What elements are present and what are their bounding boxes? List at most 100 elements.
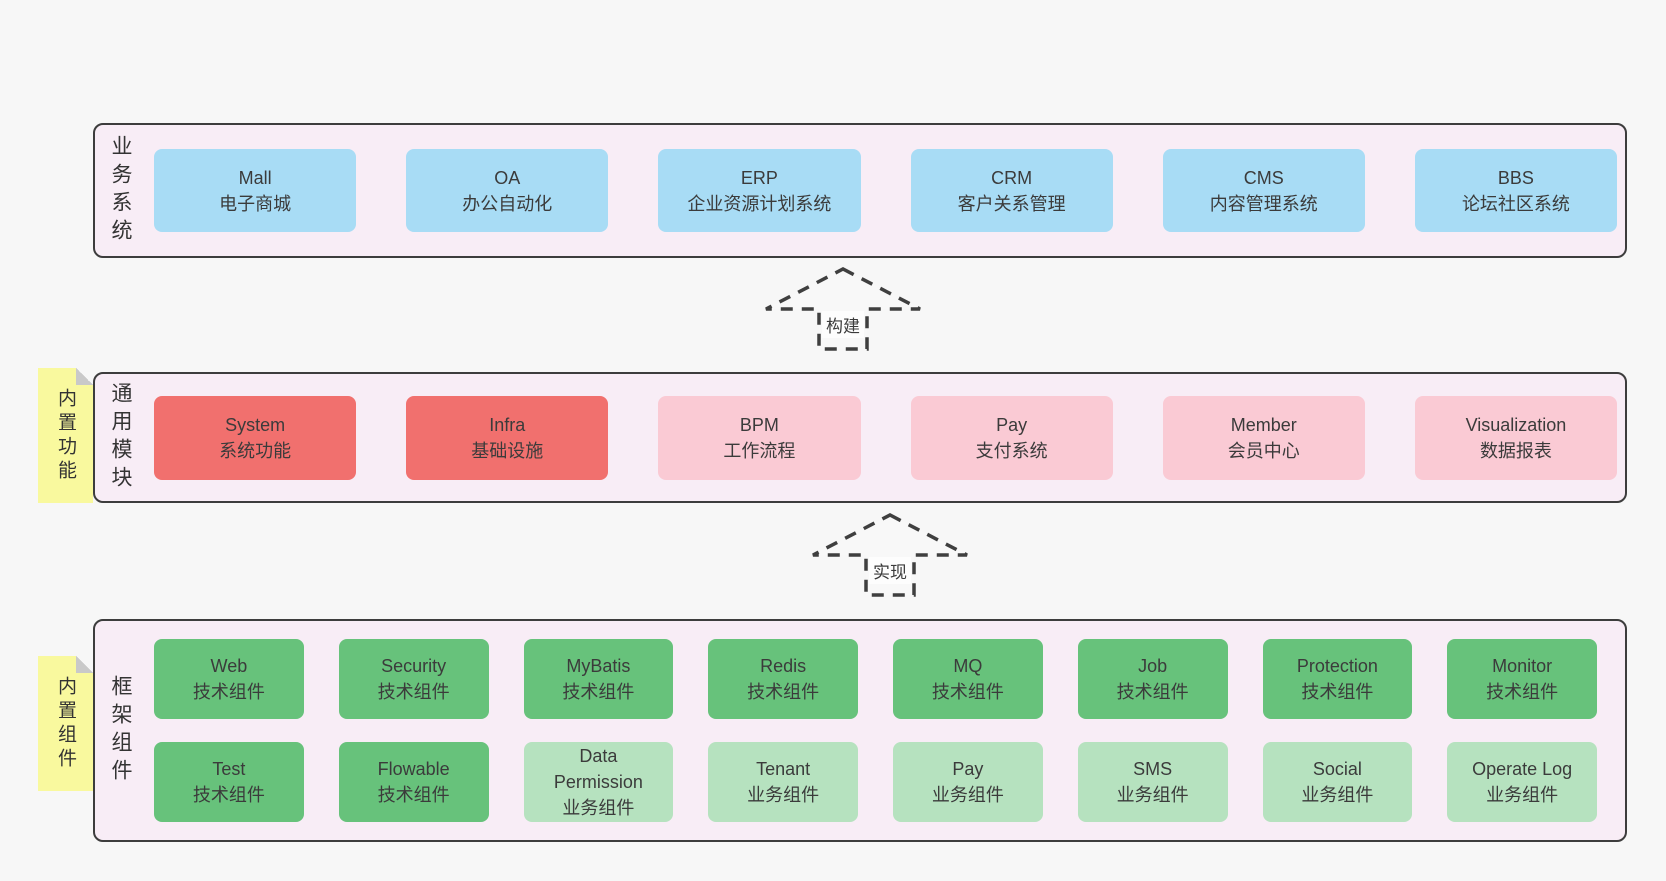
box-member: Member 会员中心 bbox=[1162, 395, 1365, 480]
box-web: Web 技术组件 bbox=[154, 639, 304, 719]
box-subtitle: 论坛社区系统 bbox=[1461, 193, 1570, 214]
box-pay-biz: Pay 业务组件 bbox=[893, 742, 1043, 822]
box-subtitle: 技术组件 bbox=[931, 682, 1004, 702]
box-subtitle: 电子商城 bbox=[219, 193, 292, 214]
box-title: OA bbox=[494, 167, 521, 188]
box-title: MyBatis bbox=[566, 656, 631, 676]
box-title: BPM bbox=[739, 414, 779, 435]
box-flowable: Flowable 技术组件 bbox=[338, 742, 489, 822]
box-title: Test bbox=[212, 759, 246, 779]
box-subtitle: 业务组件 bbox=[1301, 785, 1374, 805]
box-operate-log: Operate Log 业务组件 bbox=[1447, 742, 1597, 822]
box-subtitle: 企业资源计划系统 bbox=[687, 193, 832, 214]
box-pay: Pay 支付系统 bbox=[910, 395, 1113, 480]
arrow-implement-label: 实现 bbox=[869, 557, 911, 584]
section-framework-components: 框架组件 Web 技术组件 Security 技术组件 MyBatis 技术组件… bbox=[93, 619, 1627, 842]
sticky-label: 内置组件 bbox=[55, 675, 76, 772]
box-security: Security 技术组件 bbox=[338, 639, 489, 719]
box-test: Test 技术组件 bbox=[154, 742, 304, 822]
box-title: Visualization bbox=[1465, 414, 1567, 435]
box-title: MQ bbox=[953, 656, 983, 676]
section-modules-label: 通用模块 bbox=[109, 381, 132, 494]
box-subtitle: 业务组件 bbox=[931, 785, 1004, 805]
box-subtitle: 基础设施 bbox=[471, 440, 544, 461]
box-title: Mall bbox=[238, 167, 272, 188]
box-title: Pay bbox=[952, 759, 984, 779]
box-redis: Redis 技术组件 bbox=[708, 639, 858, 719]
box-title: Pay bbox=[996, 414, 1028, 435]
box-subtitle: 内容管理系统 bbox=[1209, 193, 1318, 214]
box-subtitle: 技术组件 bbox=[562, 682, 635, 702]
sticky-note-builtin-components: 内置组件 bbox=[38, 656, 93, 791]
box-system: System 系统功能 bbox=[154, 395, 357, 480]
box-crm: CRM 客户关系管理 bbox=[910, 149, 1113, 232]
box-bpm: BPM 工作流程 bbox=[658, 395, 861, 480]
section-framework-label: 框架组件 bbox=[109, 674, 132, 787]
box-title: System bbox=[225, 414, 286, 435]
modules-boxes-row: System 系统功能 Infra 基础设施 BPM 工作流程 Pay 支付系统… bbox=[154, 374, 1618, 501]
section-business-label: 业务系统 bbox=[109, 134, 132, 247]
framework-row-1: Web 技术组件 Security 技术组件 MyBatis 技术组件 Redi… bbox=[154, 639, 1597, 719]
box-title: Tenant bbox=[756, 759, 811, 779]
box-subtitle: 业务组件 bbox=[562, 798, 635, 818]
up-arrow-icon bbox=[765, 267, 921, 351]
box-mq: MQ 技术组件 bbox=[893, 639, 1043, 719]
box-social: Social 业务组件 bbox=[1262, 742, 1413, 822]
box-subtitle: 技术组件 bbox=[1116, 682, 1189, 702]
box-subtitle: 技术组件 bbox=[747, 682, 820, 702]
box-title: Security bbox=[381, 656, 447, 676]
box-subtitle: 业务组件 bbox=[1116, 785, 1189, 805]
box-data-permission: Data Permission 业务组件 bbox=[523, 742, 674, 822]
box-oa: OA 办公自动化 bbox=[406, 149, 609, 232]
box-title: Monitor bbox=[1492, 656, 1553, 676]
box-title: ERP bbox=[740, 167, 778, 188]
section-common-modules: 通用模块 System 系统功能 Infra 基础设施 BPM 工作流程 Pay… bbox=[93, 372, 1627, 503]
box-subtitle: 数据报表 bbox=[1479, 440, 1552, 461]
box-title: CMS bbox=[1243, 167, 1284, 188]
box-cms: CMS 内容管理系统 bbox=[1162, 149, 1365, 232]
box-title: Data Permission bbox=[553, 746, 643, 792]
box-bbs: BBS 论坛社区系统 bbox=[1414, 149, 1618, 232]
box-title: Web bbox=[210, 656, 248, 676]
box-title: Operate Log bbox=[1472, 759, 1573, 779]
box-title: Redis bbox=[760, 656, 807, 676]
box-title: Protection bbox=[1296, 656, 1378, 676]
box-subtitle: 业务组件 bbox=[747, 785, 820, 805]
box-title: Member bbox=[1230, 414, 1297, 435]
box-subtitle: 业务组件 bbox=[1486, 785, 1559, 805]
box-subtitle: 技术组件 bbox=[1301, 682, 1374, 702]
box-job: Job 技术组件 bbox=[1077, 639, 1228, 719]
arrow-implement: 实现 bbox=[810, 512, 970, 598]
box-infra: Infra 基础设施 bbox=[406, 395, 609, 480]
business-boxes-row: Mall 电子商城 OA 办公自动化 ERP 企业资源计划系统 CRM 客户关系… bbox=[154, 125, 1618, 256]
box-subtitle: 办公自动化 bbox=[462, 193, 553, 214]
box-subtitle: 技术组件 bbox=[377, 682, 450, 702]
framework-boxes: Web 技术组件 Security 技术组件 MyBatis 技术组件 Redi… bbox=[154, 621, 1597, 840]
box-title: CRM bbox=[991, 167, 1033, 188]
up-arrow-icon bbox=[812, 513, 968, 597]
box-subtitle: 技术组件 bbox=[192, 682, 265, 702]
sticky-label: 内置功能 bbox=[55, 387, 76, 484]
box-subtitle: 会员中心 bbox=[1227, 440, 1300, 461]
box-subtitle: 技术组件 bbox=[192, 785, 265, 805]
box-erp: ERP 企业资源计划系统 bbox=[658, 149, 861, 232]
box-title: Flowable bbox=[377, 759, 450, 779]
box-title: Social bbox=[1312, 759, 1362, 779]
box-sms: SMS 业务组件 bbox=[1077, 742, 1228, 822]
box-protection: Protection 技术组件 bbox=[1262, 639, 1413, 719]
box-title: Infra bbox=[489, 414, 526, 435]
box-subtitle: 技术组件 bbox=[1486, 682, 1559, 702]
box-mybatis: MyBatis 技术组件 bbox=[523, 639, 674, 719]
arrow-build-label: 构建 bbox=[822, 311, 864, 338]
arrow-build: 构建 bbox=[763, 266, 923, 352]
box-subtitle: 技术组件 bbox=[377, 785, 450, 805]
box-monitor: Monitor 技术组件 bbox=[1447, 639, 1597, 719]
framework-row-2: Test 技术组件 Flowable 技术组件 Data Permission … bbox=[154, 742, 1597, 822]
box-title: BBS bbox=[1497, 167, 1534, 188]
box-title: SMS bbox=[1133, 759, 1173, 779]
box-subtitle: 系统功能 bbox=[219, 440, 292, 461]
box-title: Job bbox=[1138, 656, 1168, 676]
box-subtitle: 客户关系管理 bbox=[957, 193, 1066, 214]
box-subtitle: 支付系统 bbox=[975, 440, 1048, 461]
box-subtitle: 工作流程 bbox=[723, 440, 796, 461]
